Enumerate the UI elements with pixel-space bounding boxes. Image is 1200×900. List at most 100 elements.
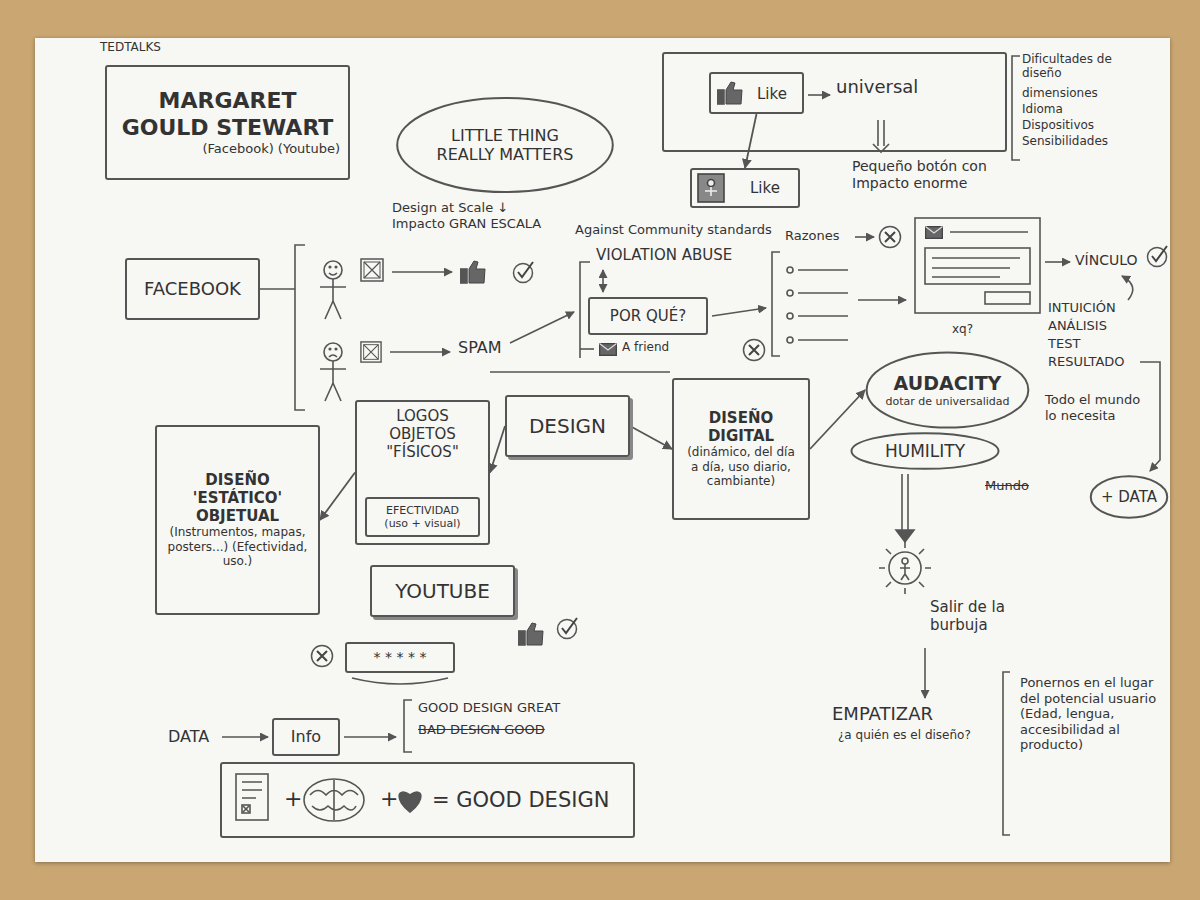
note-text: GOOD DESIGN GREAT (418, 700, 560, 716)
node-text: LITTLE THING REALLY MATTERS (422, 126, 589, 164)
sketch-lines (1140, 362, 1160, 471)
node-text: AUDACITY (885, 372, 1009, 395)
sketch-lines (460, 261, 485, 283)
sketch-lines (392, 271, 452, 273)
sketch-lines (242, 782, 262, 798)
sketch-lines (324, 261, 342, 279)
ellipse-outline (852, 433, 999, 469)
node-text: * * * * * (374, 649, 427, 666)
sketch-lines (580, 348, 594, 350)
like-button: Like (690, 168, 800, 208)
sketch-lines (1148, 246, 1168, 267)
note-text: VIOLATION ABUSE (596, 246, 732, 264)
node-text: + (284, 786, 302, 812)
sketch-lines (324, 343, 342, 361)
note-text: TEST (1048, 336, 1080, 352)
note-text: Dificultades de diseño (1022, 52, 1147, 81)
sketch-lines (798, 315, 848, 317)
ellipse-outline (1091, 476, 1167, 517)
node-text: + (380, 786, 398, 812)
sketch-lines (902, 558, 908, 564)
note-text: A friend (622, 340, 669, 354)
sketch-lines (896, 530, 914, 542)
sketch-lines (490, 371, 670, 373)
note-text: Sensibilidades (1022, 134, 1108, 148)
sketch-lines (329, 266, 331, 268)
sketch-lines (717, 82, 742, 104)
sketch-lines (787, 267, 793, 273)
sketch-lines (329, 348, 331, 350)
sketch-lines (1045, 261, 1070, 263)
title-box: MARGARET GOULD STEWART(Facebook) (Youtub… (105, 65, 350, 180)
note-text: TEDTALKS (100, 40, 161, 54)
node-text: DESIGN (529, 414, 606, 438)
note-text: Salir de la burbuja (930, 598, 1040, 634)
node-text: + DATA (1101, 488, 1157, 506)
note-text: Todo el mundo lo necesita (1045, 392, 1145, 423)
node-text: (dinámico, del día a día, uso diario, ca… (682, 445, 800, 488)
sketch-lines (361, 342, 381, 362)
sketch-lines (602, 270, 604, 292)
note-text: Design at Scale ↓ Impacto GRAN ESCALA (392, 200, 562, 231)
node-text: POR QUÉ? (610, 307, 686, 325)
ellipse-content: HUMILITY (885, 441, 965, 461)
sketch-lines (772, 252, 780, 356)
data-circle: + DATA (1090, 475, 1168, 519)
node-text: DISEÑO DIGITAL (682, 409, 800, 445)
note-text: INTUICIÓN (1048, 300, 1116, 316)
sketch-lines (858, 299, 906, 301)
sketch-lines (222, 56, 1167, 835)
concept-ellipse: AUDACITYdotar de universalidad (865, 350, 1030, 430)
note-text: Dispositivos (1022, 118, 1094, 132)
ellipse-content: LITTLE THING REALLY MATTERS (422, 126, 589, 164)
sketch-lines (932, 258, 1020, 277)
sketch-lines (352, 678, 448, 684)
ellipse-content: + DATA (1101, 488, 1157, 506)
note-text: ANÁLISIS (1048, 318, 1107, 334)
note-text: ¿a quién es el diseño? (838, 728, 978, 742)
sketch-lines (335, 348, 337, 350)
sketch-lines (925, 248, 1030, 284)
formula-box: ++= GOOD DESIGN (220, 762, 635, 838)
concept-box: DISEÑO 'ESTÁTICO' OBJETUAL(Instrumentos,… (155, 425, 320, 615)
sketch-lines (712, 308, 766, 316)
sketch-lines (361, 259, 383, 281)
topic-box: FACEBOOK (125, 258, 260, 320)
node-text: LOGOS OBJETOS "FÍSICOS" (365, 407, 480, 461)
note-text: dimensiones (1022, 86, 1098, 100)
connector-arrow (490, 426, 505, 473)
sketch-lines (787, 290, 793, 296)
sketch-lines (335, 266, 337, 268)
node-text: (Facebook) (Youtube) (203, 141, 341, 157)
note-text: xq? (952, 322, 973, 336)
sketch-lines (798, 292, 848, 294)
node-text: FACEBOOK (144, 278, 241, 300)
node-text: universal (836, 76, 918, 98)
title-ellipse: LITTLE THING REALLY MATTERS (395, 95, 615, 195)
sketch-lines (879, 542, 931, 594)
sketch-lines (260, 245, 305, 410)
sketch-lines (304, 779, 364, 821)
question-box: POR QUÉ? (588, 297, 708, 335)
note-text: VÍNCULO (1075, 252, 1138, 269)
sketch-lines (744, 340, 765, 361)
mockup-panel: universalLike (662, 52, 1007, 152)
sketch-lines (329, 273, 337, 275)
ellipse-outline (397, 98, 613, 192)
note-text: BAD DESIGN GOOD (418, 722, 545, 738)
node-text: MARGARET GOULD STEWART (115, 88, 340, 141)
sketch-lines (902, 474, 908, 530)
sketch-lines (320, 279, 346, 319)
sketch-lines (698, 174, 724, 202)
sketch-lines (558, 618, 578, 639)
note-text: DATA (168, 727, 209, 746)
sketch-lines (518, 623, 543, 645)
sketch-lines (787, 313, 793, 319)
note-text: RESULTADO (1048, 354, 1125, 370)
concept-ellipse: HUMILITY (850, 432, 1000, 470)
ellipse-outline (867, 352, 1029, 427)
sketch-lines (510, 312, 574, 343)
sketch-lines (878, 120, 884, 146)
